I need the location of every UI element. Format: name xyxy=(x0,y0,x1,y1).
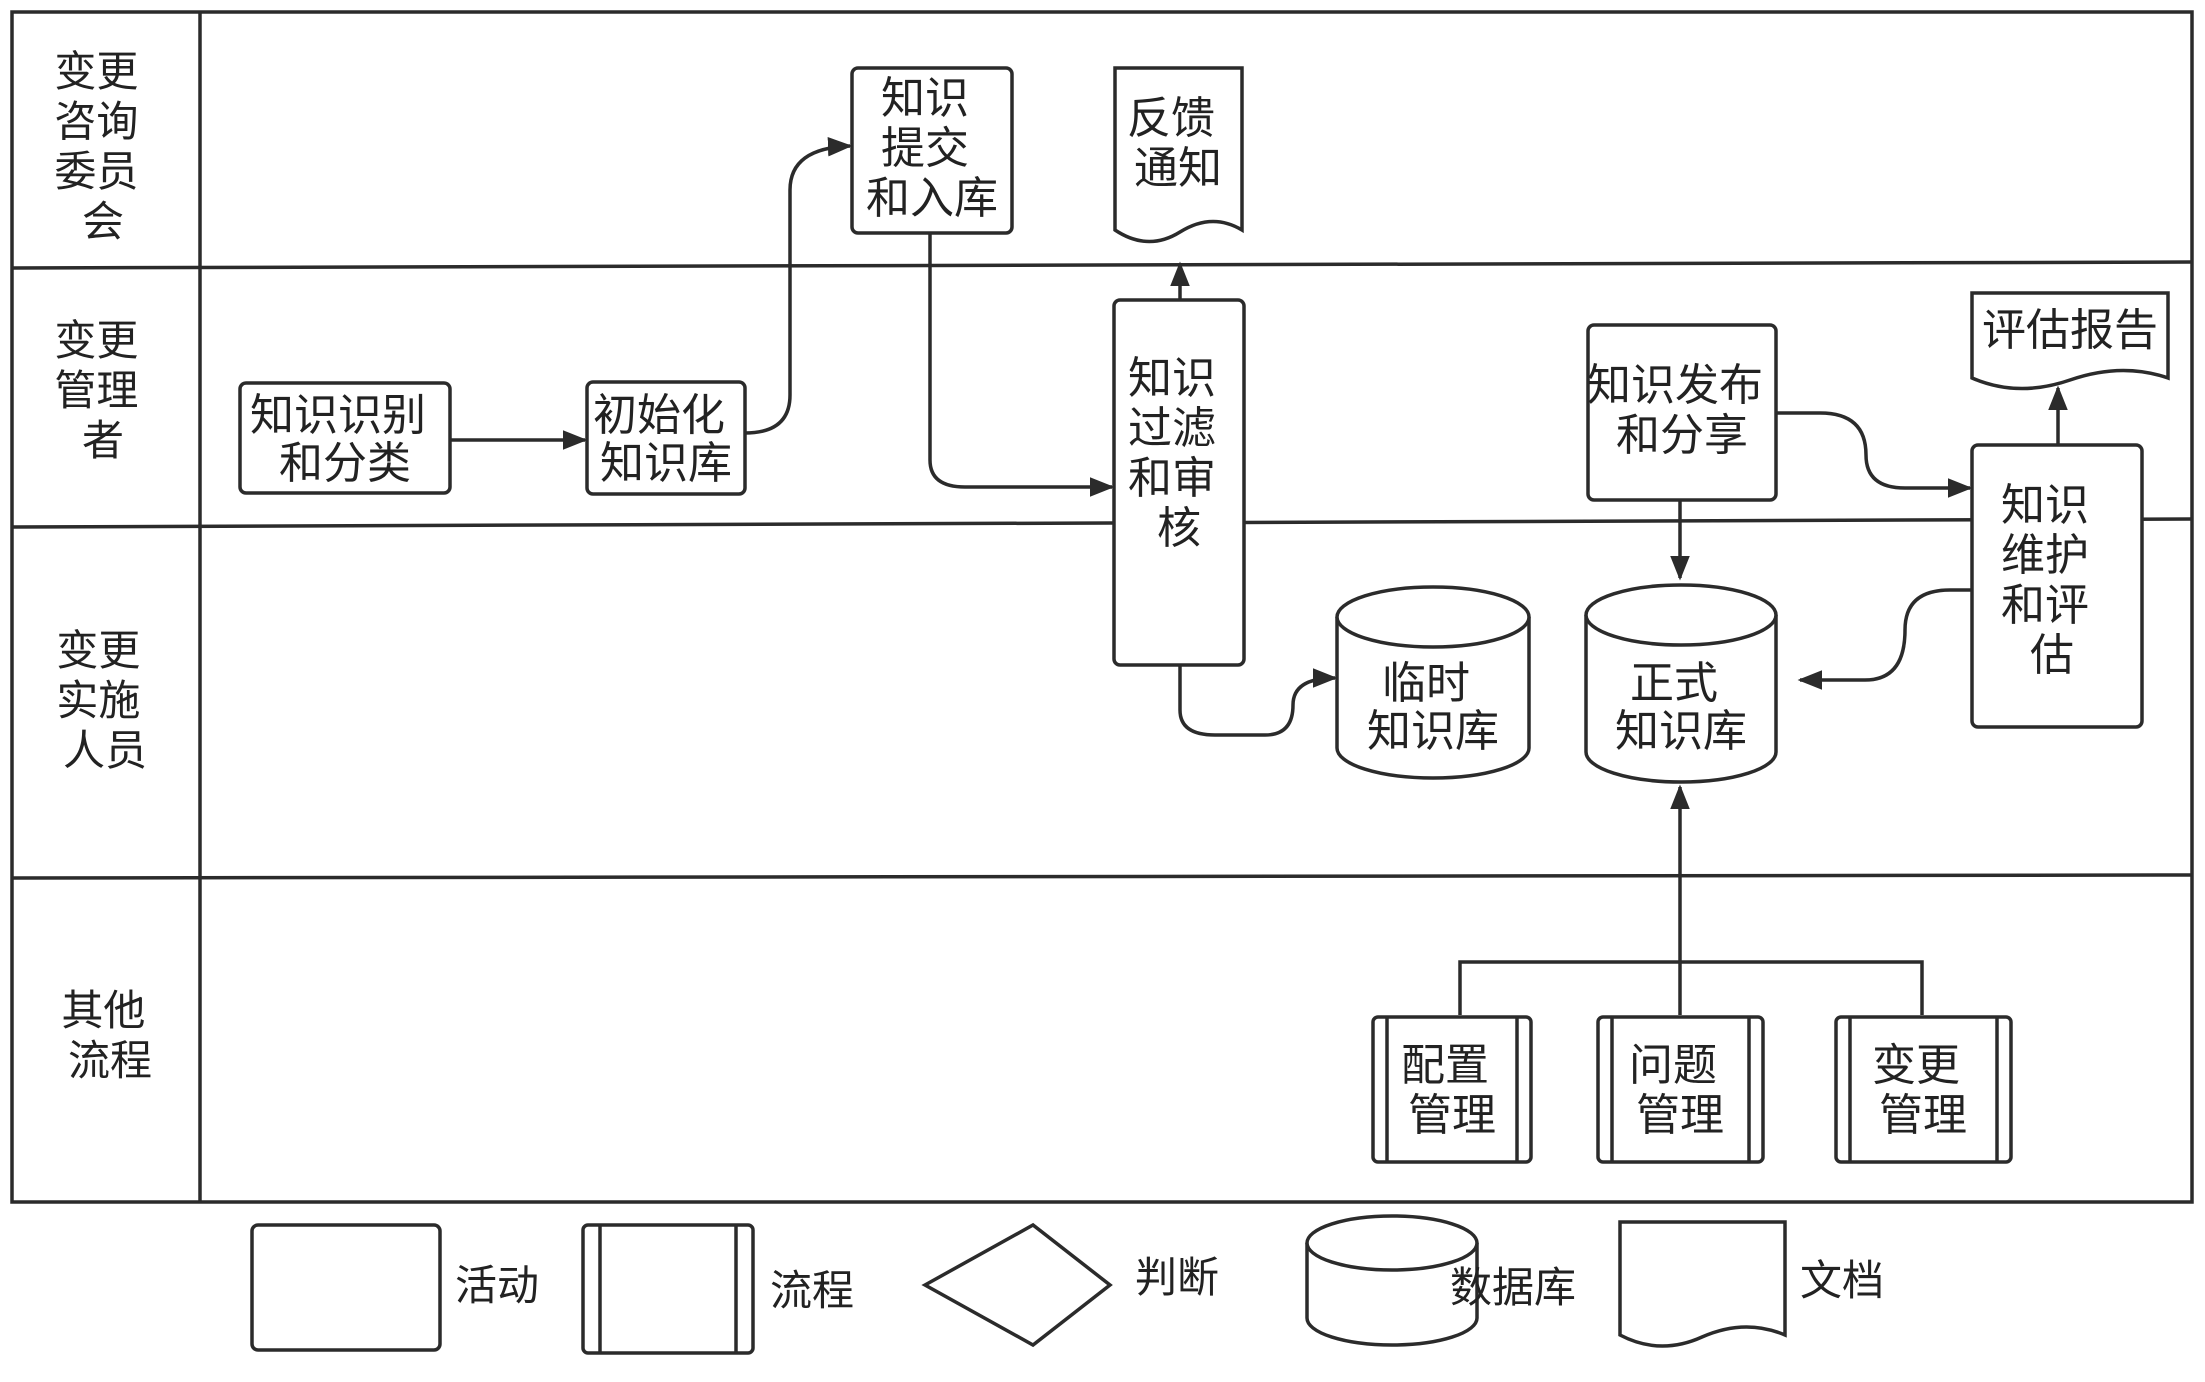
svg-text:知识 过滤 和审 核: 知识 过滤 和审 核 xyxy=(1128,353,1230,554)
legend-document: 文档 xyxy=(1618,1220,1884,1348)
svg-text:临时 知识库: 临时 知识库 xyxy=(1367,658,1499,757)
activity-knowledge-publish: 知识发布 和分享 xyxy=(1586,323,1778,502)
lane-label-committee: 变更 咨询 委员 会 xyxy=(54,47,151,246)
activity-knowledge-maintain: 知识 维护 和评 估 xyxy=(1970,443,2144,729)
svg-text:评估报告: 评估报告 xyxy=(1982,305,2158,356)
activity-knowledge-filter: 知识 过滤 和审 核 xyxy=(1112,298,1246,667)
legend-decision: 判断 xyxy=(921,1222,1219,1348)
svg-text:知识识别 和分类: 知识识别 和分类 xyxy=(250,390,440,489)
svg-text:数据库: 数据库 xyxy=(1450,1263,1576,1312)
svg-text:变更 管理: 变更 管理 xyxy=(1872,1040,1974,1141)
activity-init-knowledge-base: 初始化 知识库 xyxy=(585,380,747,496)
lane-label-other: 其他 流程 xyxy=(61,986,158,1085)
connectors xyxy=(450,136,2068,1015)
legend: 活动 流程 判断 数据库 文档 xyxy=(250,1214,1884,1355)
svg-text:初始化 知识库: 初始化 知识库 xyxy=(593,390,739,489)
process-problem-management: 问题 管理 xyxy=(1596,1015,1765,1164)
svg-text:判断: 判断 xyxy=(1135,1253,1219,1302)
legend-database: 数据库 xyxy=(1305,1214,1576,1347)
arrow-publish-to-maintain xyxy=(1775,411,1973,498)
arrow-filter-to-temp-kb xyxy=(1178,665,1338,737)
activity-knowledge-identify: 知识识别 和分类 xyxy=(238,381,452,495)
process-config-management: 配置 管理 xyxy=(1371,1015,1533,1164)
database-temp-knowledge-base: 临时 知识库 xyxy=(1335,585,1531,780)
svg-text:流程: 流程 xyxy=(770,1266,854,1315)
arrow-submit-to-filter xyxy=(928,233,1115,497)
svg-text:问题 管理: 问题 管理 xyxy=(1629,1040,1731,1141)
svg-text:知识 维护 和评 估: 知识 维护 和评 估 xyxy=(2001,480,2103,681)
svg-text:知识发布 和分享: 知识发布 和分享 xyxy=(1587,360,1777,461)
svg-text:活动: 活动 xyxy=(455,1261,539,1310)
connector-processes-bus xyxy=(1458,960,1924,1015)
document-evaluation-report: 评估报告 xyxy=(1970,291,2170,391)
arrow-maintain-to-formal-kb xyxy=(1797,588,1972,690)
svg-text:反馈 通知: 反馈 通知 xyxy=(1127,93,1229,194)
database-formal-knowledge-base: 正式 知识库 xyxy=(1584,583,1778,784)
svg-text:文档: 文档 xyxy=(1800,1256,1884,1305)
legend-process: 流程 xyxy=(581,1223,854,1355)
document-feedback-notice: 反馈 通知 xyxy=(1113,66,1244,244)
swimlane-frame xyxy=(10,10,2194,1204)
lane-label-implementer: 变更 实施 人员 xyxy=(56,626,153,775)
arrow-init-to-submit xyxy=(744,136,853,435)
legend-activity: 活动 xyxy=(250,1223,539,1352)
activity-knowledge-submit: 知识 提交 和入库 xyxy=(850,66,1014,235)
svg-text:正式 知识库: 正式 知识库 xyxy=(1615,658,1747,757)
svg-text:知识 提交 和入库: 知识 提交 和入库 xyxy=(866,73,998,224)
lane-label-manager: 变更 管理 者 xyxy=(54,316,151,465)
svg-text:配置 管理: 配置 管理 xyxy=(1401,1040,1503,1141)
process-change-management: 变更 管理 xyxy=(1834,1015,2013,1164)
